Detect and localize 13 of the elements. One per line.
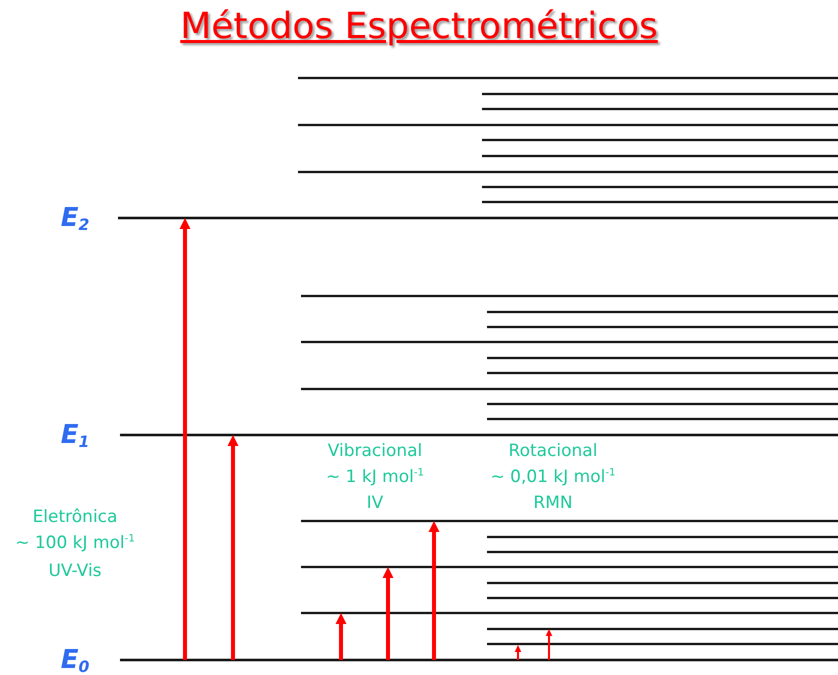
transition-label: ~ 1 kJ mol$^{-1}$ — [325, 466, 425, 488]
transition-label: Rotacional — [508, 440, 598, 462]
transition-label: RMN — [532, 492, 574, 514]
transition-label: IV — [366, 492, 384, 514]
transition-label: Vibracional — [326, 440, 424, 462]
title: Métodos Espectrométricos — [179, 6, 659, 47]
transition-label: Eletrônica — [32, 506, 118, 528]
energy-level-label: E$_{1}$ — [60, 420, 90, 450]
transition-label: ~ 100 kJ mol$^{-1}$ — [14, 532, 136, 554]
energy-level-label: E$_{2}$ — [60, 203, 90, 233]
transition-label: ~ 0,01 kJ mol$^{-1}$ — [489, 466, 617, 488]
transition-label: UV-Vis — [47, 560, 103, 582]
energy-level-label: E$_{0}$ — [60, 645, 90, 675]
